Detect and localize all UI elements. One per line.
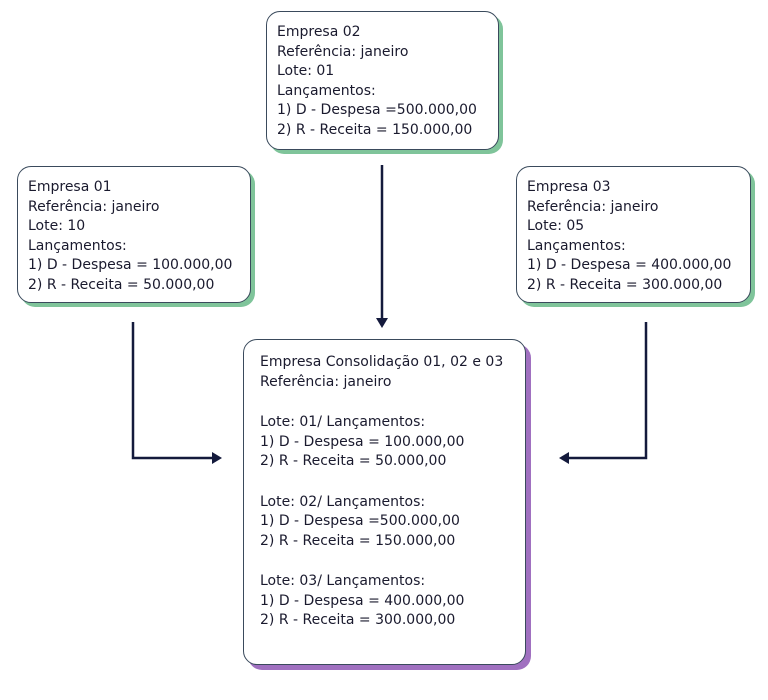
consolidado-lote-01-header: Lote: 01/ Lançamentos:	[260, 414, 426, 430]
arrowhead-down	[376, 318, 388, 328]
consolidado-box: Empresa Consolidação 01, 02 e 03 Referên…	[243, 339, 526, 665]
consolidado-lote-03-despesa: 1) D - Despesa = 400.000,00	[260, 592, 465, 609]
empresa-02-lancamentos-label: Lançamentos:	[277, 82, 376, 99]
consolidado-referencia: Referência: janeiro	[260, 373, 392, 390]
empresa-03-receita: 2) R - Receita = 300.000,00	[527, 276, 723, 293]
empresa-02-box: Empresa 02 Referência: janeiro Lote: 01 …	[266, 11, 499, 150]
empresa-02-lote: Lote: 01	[277, 63, 335, 79]
empresa-01-box: Empresa 01 Referência: janeiro Lote: 10 …	[17, 166, 251, 303]
empresa-02-title: Empresa 02	[277, 24, 361, 40]
arrowhead-left	[559, 452, 569, 464]
empresa-01-receita: 2) R - Receita = 50.000,00	[28, 276, 215, 293]
empresa-03-referencia: Referência: janeiro	[527, 198, 659, 215]
empresa-01-title: Empresa 01	[28, 179, 112, 195]
consolidado-lote-02-receita: 2) R - Receita = 150.000,00	[260, 532, 456, 549]
consolidado-title: Empresa Consolidação 01, 02 e 03	[260, 354, 504, 370]
arrowhead-right	[212, 452, 222, 464]
arrow-empresa-01-to-consolidado	[131, 322, 213, 460]
empresa-03-despesa: 1) D - Despesa = 400.000,00	[527, 257, 732, 273]
empresa-02-receita: 2) R - Receita = 150.000,00	[277, 121, 473, 138]
consolidado-lote-03-header: Lote: 03/ Lançamentos:	[260, 573, 426, 589]
empresa-03-box: Empresa 03 Referência: janeiro Lote: 05 …	[516, 166, 751, 303]
consolidado-lote-01-despesa: 1) D - Despesa = 100.000,00	[260, 433, 465, 450]
consolidado-lote-02-header: Lote: 02/ Lançamentos:	[260, 493, 426, 510]
empresa-02-referencia: Referência: janeiro	[277, 43, 409, 60]
empresa-01-despesa: 1) D - Despesa = 100.000,00	[28, 257, 233, 273]
empresa-03-lancamentos-label: Lançamentos:	[527, 237, 626, 254]
empresa-03-lote: Lote: 05	[527, 218, 585, 234]
empresa-01-referencia: Referência: janeiro	[28, 198, 160, 215]
empresa-01-lote: Lote: 10	[28, 218, 86, 234]
empresa-02-despesa: 1) D - Despesa =500.000,00	[277, 102, 477, 118]
empresa-03-title: Empresa 03	[527, 179, 611, 195]
consolidado-lote-02-despesa: 1) D - Despesa =500.000,00	[260, 513, 460, 529]
consolidado-lote-03-receita: 2) R - Receita = 300.000,00	[260, 612, 456, 628]
empresa-01-lancamentos-label: Lançamentos:	[28, 237, 127, 254]
consolidado-lote-01-receita: 2) R - Receita = 50.000,00	[260, 453, 447, 469]
arrow-empresa-03-to-consolidado	[567, 322, 648, 460]
